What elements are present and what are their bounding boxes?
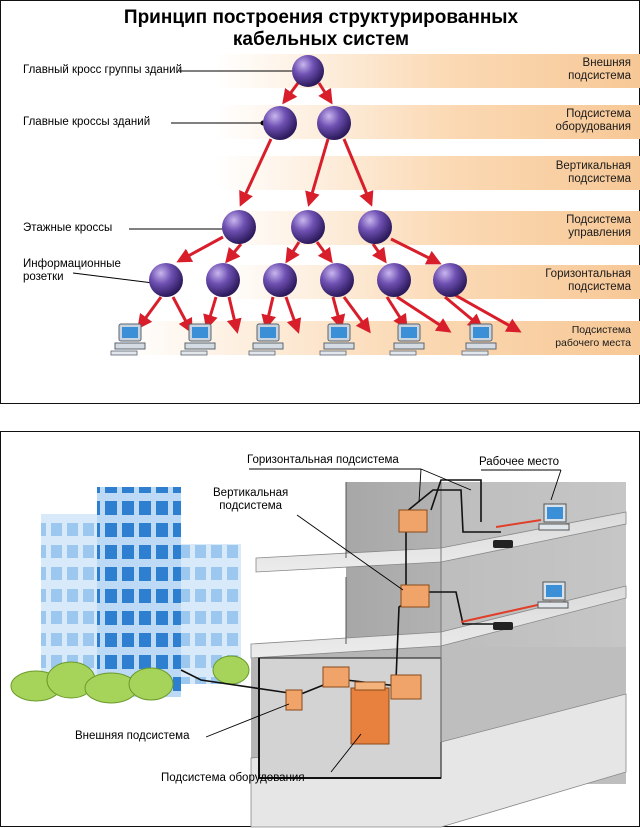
building-cross <box>322 666 350 688</box>
label-workplace: Рабочее место <box>479 456 559 468</box>
band-vertical <box>216 156 640 190</box>
label-floor-cross: Этажные кроссы <box>23 222 113 234</box>
node-building-cross-2 <box>317 106 351 140</box>
building-diagram-panel: Горизонтальная подсистема Рабочее место … <box>0 431 640 828</box>
computer-icon <box>248 323 284 356</box>
label-equipment-subsystem: Подсистема оборудования <box>161 772 305 784</box>
label-vertical-subsystem: Вертикальная подсистема <box>213 487 289 512</box>
hierarchy-diagram-panel: Принцип построения структурированных каб… <box>0 0 640 404</box>
label-external-subsystem: Внешняя подсистема <box>75 730 190 742</box>
equipment-cabinet <box>350 687 390 745</box>
hierarchy-arrows <box>137 82 522 334</box>
node-outlet-2 <box>206 263 240 297</box>
label-leader-lines <box>72 68 302 287</box>
computer-icon <box>110 323 146 356</box>
diagram-title-line2: кабельных систем <box>232 29 410 50</box>
external-entry <box>285 689 303 711</box>
node-group-cross <box>292 55 324 87</box>
trees <box>10 655 250 704</box>
node-outlet-3 <box>263 263 297 297</box>
computer-icon <box>180 323 216 356</box>
cross-panels <box>285 509 430 745</box>
label-horizontal-subsystem: Горизонтальная подсистема <box>247 454 399 466</box>
node-outlet-5 <box>377 263 411 297</box>
node-outlet-4 <box>320 263 354 297</box>
computer-icon <box>389 323 425 356</box>
computer-icon <box>461 323 497 356</box>
node-floor-cross-3 <box>358 210 392 244</box>
workplace-cables <box>460 519 552 623</box>
band-management <box>216 211 640 245</box>
node-building-cross-1 <box>263 106 297 140</box>
cross-nodes <box>149 55 467 297</box>
floor-cross-middle <box>400 584 430 608</box>
building-cutaway <box>250 482 627 828</box>
node-outlet-6 <box>433 263 467 297</box>
hierarchy-graphic <box>72 55 522 356</box>
floor-cross-ground <box>390 674 422 700</box>
computer-icon <box>319 323 355 356</box>
label-building-cross: Главные кроссы зданий <box>23 116 151 128</box>
diagram-title-line1: Принцип построения структурированных <box>123 7 519 28</box>
label-group-cross: Главный кросс группы зданий <box>23 64 183 76</box>
annotation-leaders <box>205 468 562 773</box>
background-buildings <box>41 487 241 697</box>
workstations <box>110 323 497 356</box>
floor-cross-upper <box>398 509 428 533</box>
node-floor-cross-1 <box>222 210 256 244</box>
node-outlet-1 <box>149 263 183 297</box>
building-workstations <box>493 503 570 630</box>
node-floor-cross-2 <box>291 210 325 244</box>
building-graphic <box>10 468 627 828</box>
